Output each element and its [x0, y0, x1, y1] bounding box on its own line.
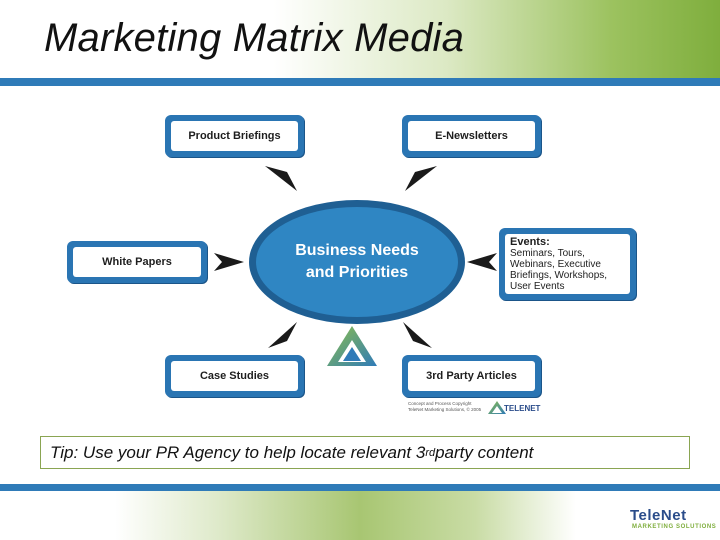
small-triangle-logo	[488, 401, 506, 414]
hub-label-line1: Business Needs	[295, 242, 419, 259]
tip-superscript: rd	[425, 446, 436, 459]
footer-band	[0, 491, 720, 540]
events-line: Webinars, Executive	[510, 259, 601, 270]
node-label: E-Newsletters	[408, 121, 535, 151]
tip-box: Tip: Use your PR Agency to help locate r…	[40, 436, 690, 469]
events-line: User Events	[510, 281, 565, 292]
tip-suffix: party content	[435, 442, 534, 462]
page-title: Marketing Matrix Media	[44, 16, 465, 60]
header-divider	[0, 78, 720, 86]
footer-logo-name: TeleNet	[630, 507, 687, 524]
copyright-note: Concept and Process Copyright TeleNet Ma…	[408, 401, 481, 413]
footer-logo-tagline: MARKETING SOLUTIONS	[632, 524, 717, 530]
node-label: 3rd Party Articles	[408, 361, 535, 391]
arrow-product-briefings	[265, 166, 297, 191]
node-label: Case Studies	[171, 361, 298, 391]
node-case-studies: Case Studies	[165, 355, 304, 397]
node-white-papers: White Papers	[67, 241, 207, 283]
small-logo-text: TELENET	[504, 404, 541, 413]
events-line: Briefings, Workshops,	[510, 270, 608, 281]
arrow-third-party	[403, 322, 432, 348]
events-heading: Events:	[510, 236, 550, 248]
arrow-case-studies	[268, 322, 297, 348]
node-label: Product Briefings	[171, 121, 298, 151]
events-line: Seminars, Tours,	[510, 248, 585, 259]
tip-text: Tip: Use your PR Agency to help locate r…	[50, 442, 426, 462]
node-label: White Papers	[73, 247, 201, 277]
node-e-newsletters: E-Newsletters	[402, 115, 541, 157]
arrow-e-newsletters	[405, 166, 437, 191]
arrow-events	[467, 253, 497, 271]
node-product-briefings: Product Briefings	[165, 115, 304, 157]
header-band	[0, 0, 720, 78]
telenet-triangle-logo	[327, 326, 377, 366]
arrow-white-papers	[214, 253, 244, 271]
copyright-line1: Concept and Process Copyright	[408, 401, 472, 406]
footer-divider	[0, 484, 720, 491]
hub-label-line2: and Priorities	[305, 264, 409, 281]
node-third-party-articles: 3rd Party Articles	[402, 355, 541, 397]
hub-business-needs: Business Needs and Priorities	[249, 200, 465, 324]
node-events: Events: Seminars, Tours, Webinars, Execu…	[499, 228, 636, 300]
copyright-line2: TeleNet Marketing Solutions, © 2005	[408, 407, 482, 412]
